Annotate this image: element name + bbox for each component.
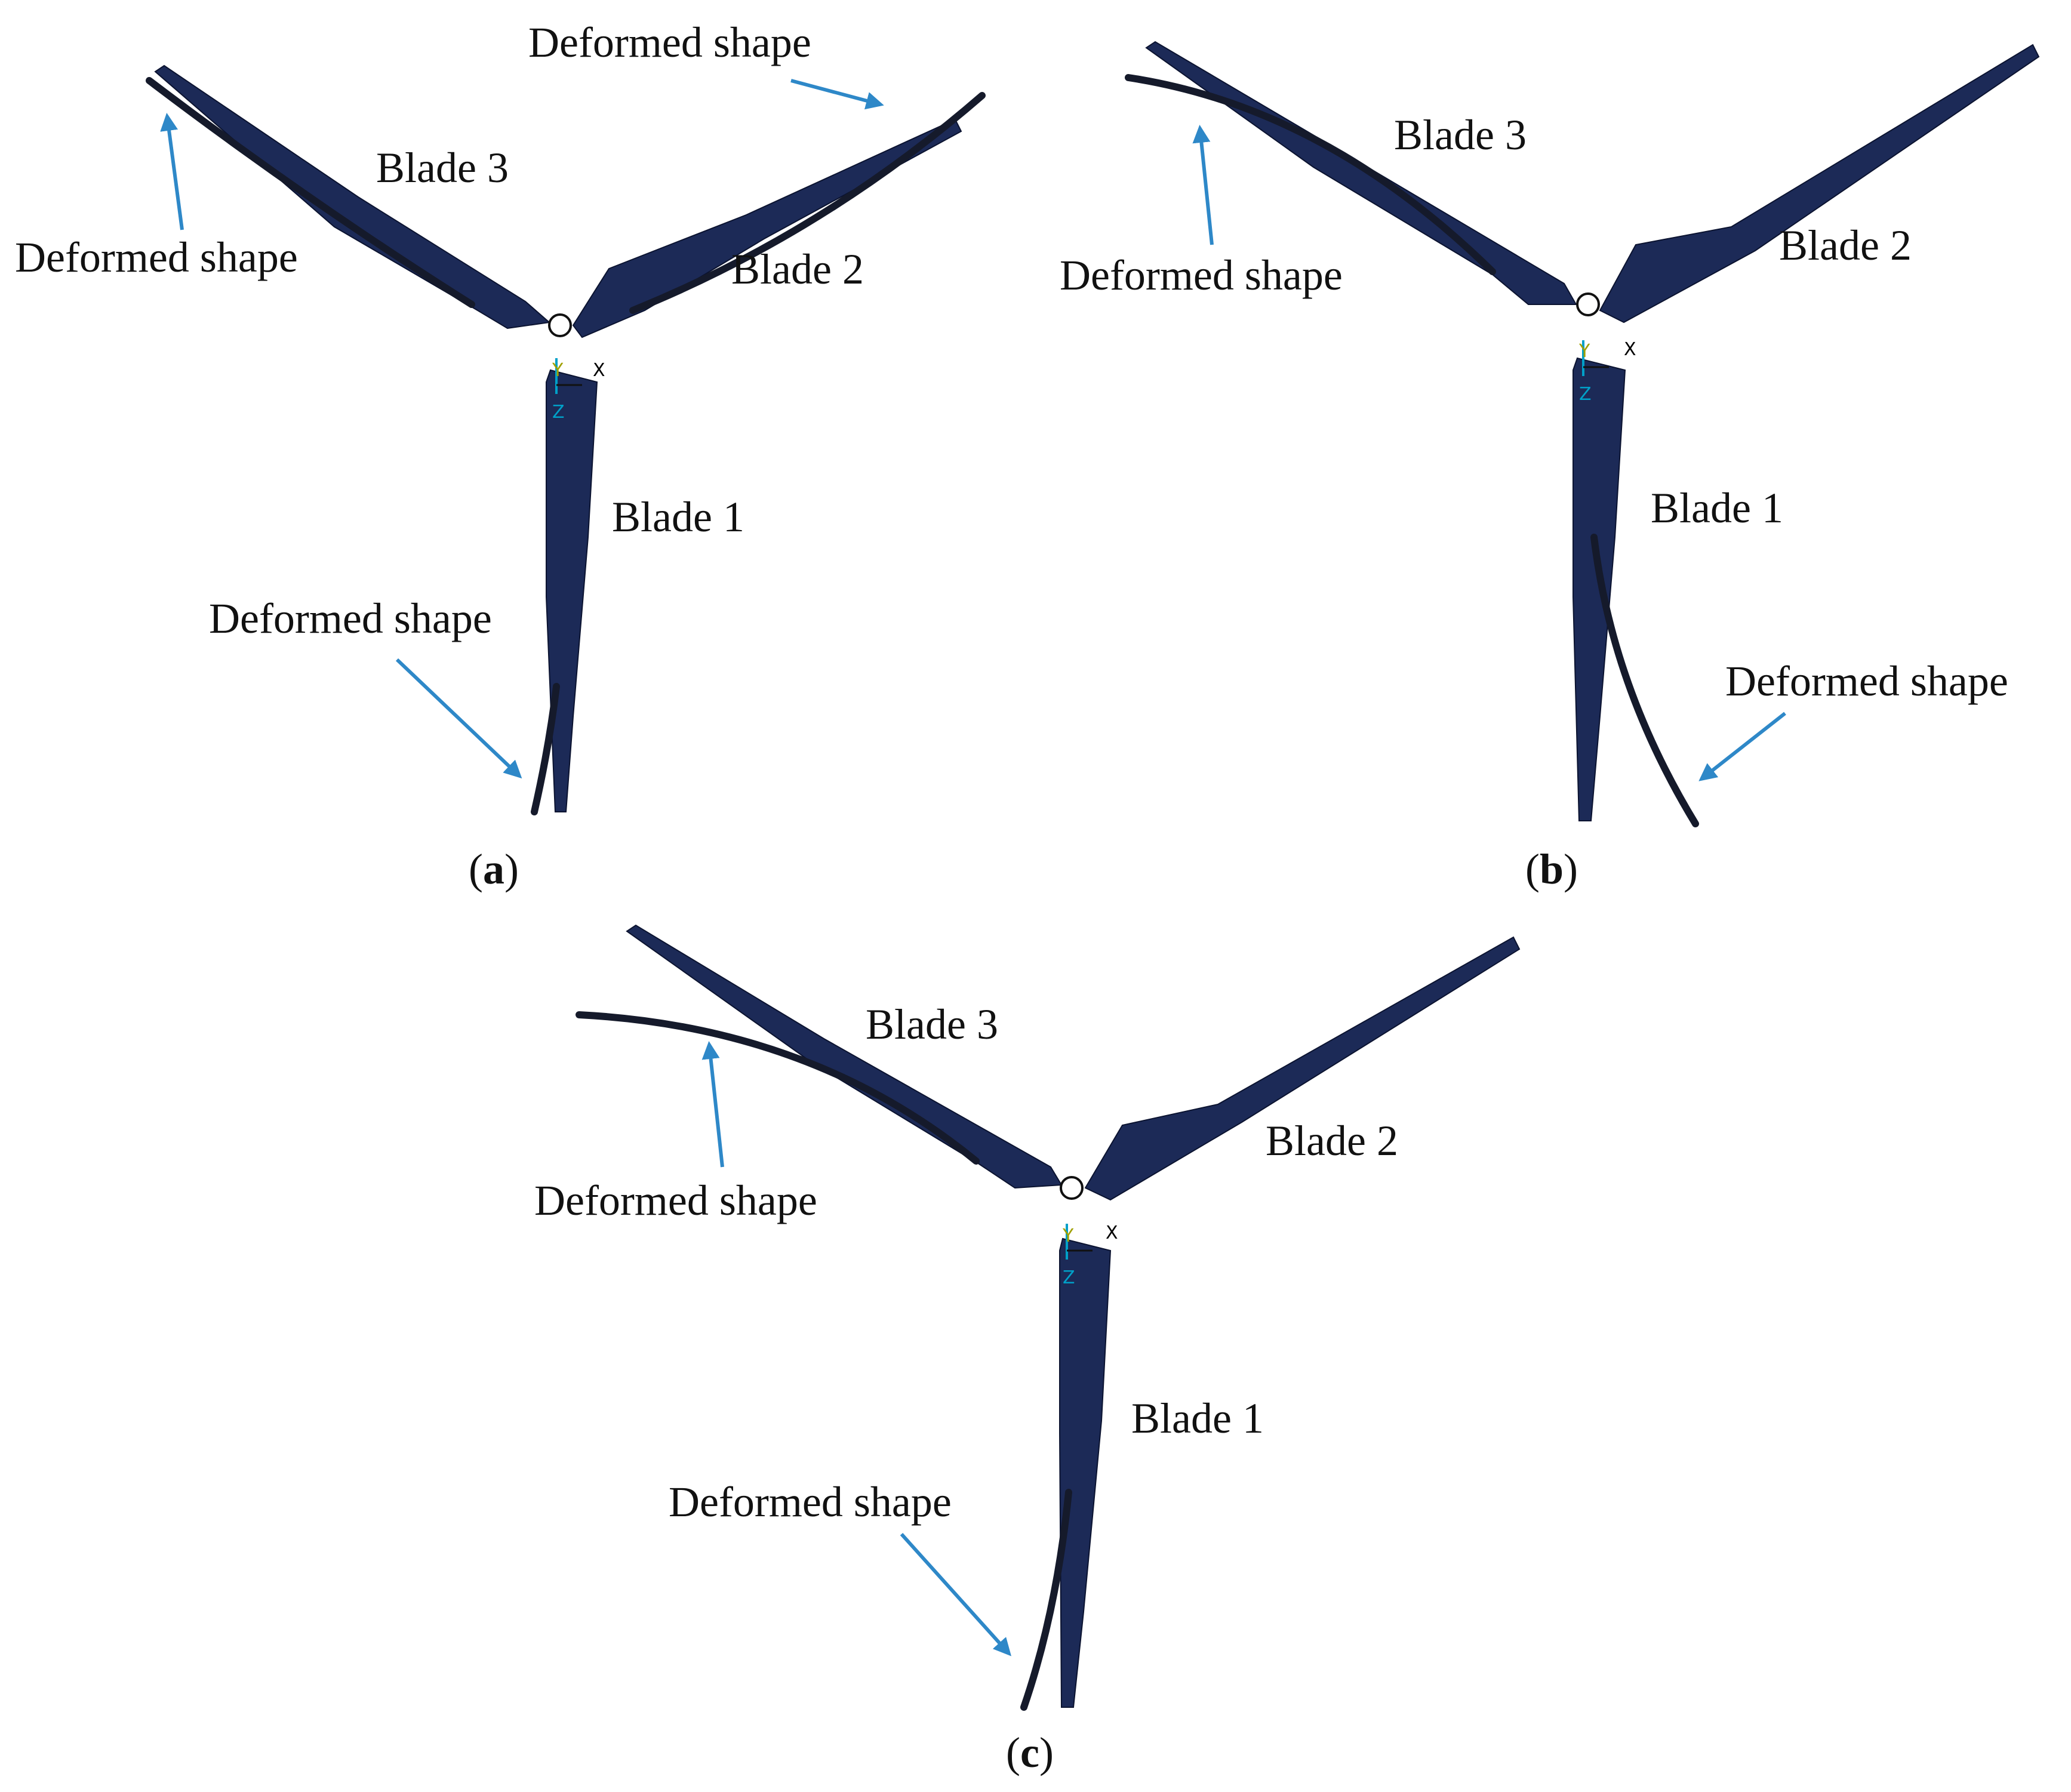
axis-y-label: Y bbox=[552, 360, 564, 381]
blade-3-mesh bbox=[154, 64, 551, 330]
axis-z-label: Z bbox=[1579, 384, 1592, 405]
deformed-shape-label: Deformed shape bbox=[209, 595, 492, 642]
deformed-shape-blade-3 bbox=[576, 1011, 980, 1165]
arrow-icon bbox=[160, 113, 184, 230]
panel-c: Y X Z Blade 3 Blade 2 Blade 1 Deformed s… bbox=[534, 924, 1521, 1776]
axis-x-label: X bbox=[593, 360, 605, 381]
blade-1-label: Blade 1 bbox=[1131, 1394, 1264, 1442]
deformed-shape-label: Deformed shape bbox=[528, 19, 811, 66]
blade-1-label: Blade 1 bbox=[612, 493, 744, 541]
blade-1-label: Blade 1 bbox=[1651, 484, 1783, 532]
coordinate-triad-icon: Y X Z bbox=[1578, 339, 1636, 405]
blade-1-mesh bbox=[1059, 1237, 1112, 1708]
hub-icon bbox=[1060, 1176, 1084, 1200]
panel-label: (a) bbox=[469, 845, 519, 893]
hub-icon bbox=[1576, 292, 1600, 316]
axis-z-label: Z bbox=[1063, 1267, 1075, 1288]
blade-3-label: Blade 3 bbox=[1394, 111, 1527, 159]
axis-x-label: X bbox=[1624, 339, 1636, 360]
blade-3-label: Blade 3 bbox=[376, 144, 509, 192]
panel-b: Y X Z Blade 3 Blade 2 Blade 1 Deformed s… bbox=[1060, 41, 2040, 893]
panel-a: Y X Z Blade 3 Blade 2 Blade 1 Deformed s… bbox=[15, 19, 986, 893]
axis-y-label: Y bbox=[1062, 1226, 1074, 1246]
panel-label: (b) bbox=[1525, 845, 1578, 893]
coordinate-triad-icon: Y X Z bbox=[1062, 1223, 1118, 1288]
panel-label-letter: a bbox=[483, 845, 504, 893]
blade-2-mesh bbox=[1599, 44, 2040, 324]
arrow-icon bbox=[900, 1532, 1012, 1656]
deformed-shape-label: Deformed shape bbox=[534, 1177, 817, 1224]
blade-3-label: Blade 3 bbox=[866, 1000, 998, 1048]
arrow-icon bbox=[1698, 712, 1786, 781]
arrow-icon bbox=[701, 1041, 724, 1168]
axis-x-label: X bbox=[1106, 1223, 1118, 1243]
blade-1-mesh bbox=[546, 369, 598, 812]
deformed-shape-label: Deformed shape bbox=[1060, 251, 1343, 299]
arrow-icon bbox=[790, 79, 884, 110]
blade-2-label: Blade 2 bbox=[1266, 1117, 1398, 1165]
deformed-shape-blade-1 bbox=[1020, 1489, 1072, 1711]
deformed-shape-label: Deformed shape bbox=[15, 233, 298, 281]
blade-3-mesh bbox=[1145, 41, 1577, 305]
blade-2-label: Blade 2 bbox=[1779, 221, 1912, 269]
deformed-shape-label: Deformed shape bbox=[669, 1478, 952, 1526]
deformed-shape-label: Deformed shape bbox=[1725, 657, 2008, 705]
deformed-shape-blade-3 bbox=[1125, 74, 1496, 275]
blade-2-label: Blade 2 bbox=[731, 245, 864, 293]
deformed-shape-blade-3 bbox=[146, 77, 475, 308]
blade-2-mesh bbox=[1084, 936, 1521, 1201]
arrow-icon bbox=[395, 658, 522, 779]
deformed-shape-blade-1 bbox=[1590, 534, 1699, 827]
arrow-icon bbox=[1192, 125, 1214, 245]
axis-y-label: Y bbox=[1578, 341, 1590, 362]
hub-icon bbox=[548, 313, 572, 337]
panel-label-letter: b bbox=[1540, 845, 1564, 893]
blade-2-mesh bbox=[572, 118, 962, 338]
axis-z-label: Z bbox=[552, 402, 565, 423]
coordinate-triad-icon: Y X Z bbox=[552, 358, 605, 423]
deformed-shape-blade-1 bbox=[531, 683, 560, 815]
deformed-shape-blade-2 bbox=[629, 92, 986, 314]
panel-label-letter: c bbox=[1020, 1729, 1039, 1776]
panel-label: (c) bbox=[1006, 1729, 1054, 1776]
blade-3-mesh bbox=[626, 924, 1063, 1189]
